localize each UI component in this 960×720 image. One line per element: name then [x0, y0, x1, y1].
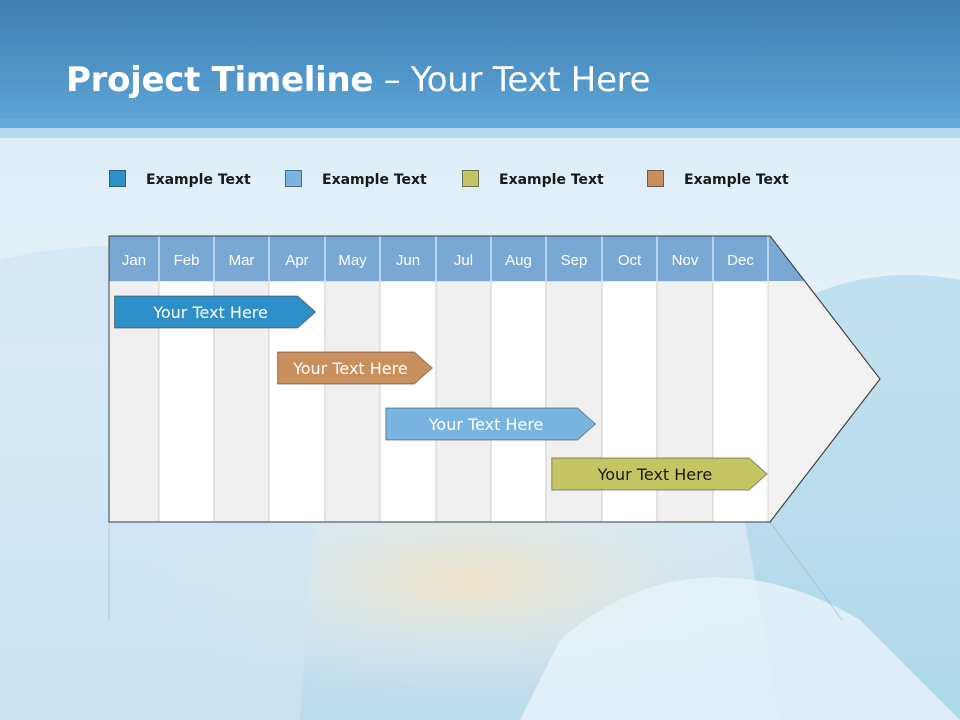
- month-column: [324, 280, 381, 523]
- legend-swatch: [647, 170, 664, 187]
- month-column: [435, 280, 492, 523]
- month-label: Jan: [122, 252, 146, 269]
- timeline-arrow-outline: [108, 235, 881, 523]
- task-label: Your Text Here: [428, 415, 544, 434]
- month-label: Nov: [672, 252, 699, 269]
- task-bar: [551, 457, 768, 491]
- task-bar: [385, 407, 597, 441]
- month-label: Aug: [505, 252, 532, 269]
- title-rest: – Your Text Here: [373, 60, 651, 100]
- month-label: Mar: [229, 252, 255, 269]
- legend-label: Example Text: [146, 172, 251, 188]
- month-header-bar: [109, 236, 804, 281]
- legend-swatch: [462, 170, 479, 187]
- month-label: Jul: [454, 252, 473, 269]
- month-column: [490, 280, 547, 523]
- legend-label: Example Text: [499, 172, 604, 188]
- chart-reflection: [108, 521, 843, 621]
- legend-swatch: [285, 170, 302, 187]
- legend-swatch: [109, 170, 126, 187]
- task-label: Your Text Here: [152, 303, 268, 322]
- task-label: Your Text Here: [597, 465, 713, 484]
- legend-label: Example Text: [684, 172, 789, 188]
- month-label: Sep: [561, 252, 588, 269]
- legend-label: Example Text: [322, 172, 427, 188]
- month-column: [379, 280, 437, 523]
- task-label: Your Text Here: [292, 359, 408, 378]
- month-label: Jun: [396, 252, 420, 269]
- month-label: Oct: [618, 252, 642, 269]
- month-label: Apr: [285, 252, 308, 269]
- task-bar: [114, 295, 317, 329]
- month-label: May: [338, 252, 367, 269]
- task-bar: [277, 351, 433, 385]
- month-label: Dec: [727, 252, 754, 269]
- title-bold: Project Timeline: [66, 60, 374, 100]
- month-label: Feb: [174, 252, 200, 269]
- slide-title: Project Timeline – Your Text Here: [66, 60, 651, 100]
